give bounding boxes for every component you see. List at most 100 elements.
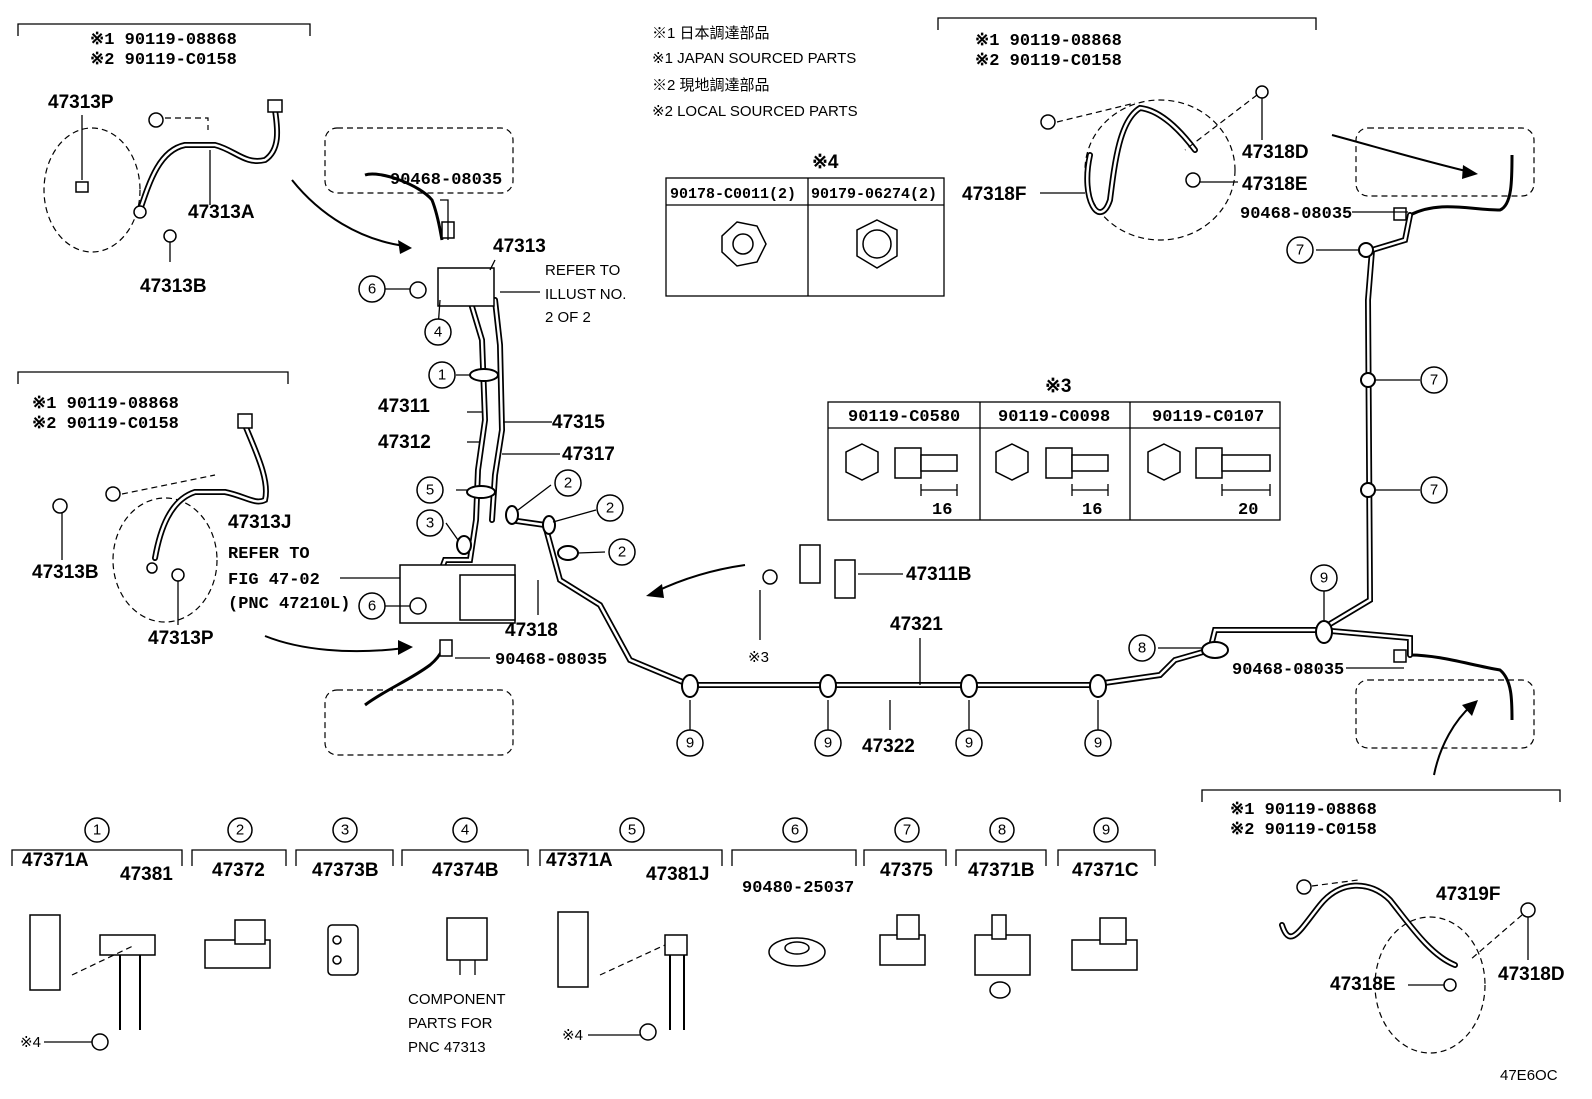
table-spec-3: ※3 90119-C0580 90119-C0098 90119-C0107 1… xyxy=(827,376,1281,521)
hose-label: 90468-08035 xyxy=(1232,661,1344,680)
part-label: 47313J xyxy=(228,512,291,533)
detail-rear-left-hose: ※1 90119-08868 ※2 90119-C0158 47313J 473… xyxy=(17,371,291,649)
note-local-en: ※2 LOCAL SOURCED PARTS xyxy=(652,103,858,120)
svg-text:9: 9 xyxy=(824,735,832,752)
table-mark: ※4 xyxy=(812,152,839,173)
ref-japan: ※1 90119-08868 xyxy=(32,395,179,414)
legend-item-6: 6 90480-25037 xyxy=(731,817,857,967)
detail-front-right-hose: ※1 90119-08868 ※2 90119-C0158 47318D 473… xyxy=(937,17,1317,241)
note-japan-jp: ※1 日本調達部品 xyxy=(652,25,770,42)
table-col-1: 90178-C0011(2) xyxy=(670,186,796,203)
svg-text:PNC 47313: PNC 47313 xyxy=(408,1039,486,1056)
legend-item-8: 8 47371B xyxy=(955,817,1047,999)
brake-line-assembly xyxy=(399,207,1413,698)
part-label: 47311B xyxy=(906,564,972,585)
part-label: 47318E xyxy=(1242,174,1308,195)
part-label: 47313B xyxy=(140,276,207,297)
callout-2: 2 xyxy=(608,538,636,566)
svg-text:47371A: 47371A xyxy=(546,850,613,871)
legend-item-4: 4 47374B COMPONENT PARTS FOR PNC 47313 xyxy=(401,817,529,1056)
svg-text:4: 4 xyxy=(461,822,469,839)
svg-text:47374B: 47374B xyxy=(432,860,499,881)
svg-text:47381: 47381 xyxy=(120,864,173,885)
refer-label: REFER TO xyxy=(545,262,620,279)
svg-text:※4: ※4 xyxy=(20,1034,41,1051)
svg-text:47373B: 47373B xyxy=(312,860,379,881)
detail-front-left-hose: ※1 90119-08868 ※2 90119-C0158 47313P 473… xyxy=(17,23,311,297)
svg-text:4: 4 xyxy=(434,324,442,341)
note-mark: ※3 xyxy=(748,649,769,666)
table-col-3: 90119-C0107 xyxy=(1152,408,1264,427)
svg-text:2: 2 xyxy=(606,500,614,517)
reference-box-rear-right xyxy=(1355,679,1535,749)
part-label: 47315 xyxy=(552,412,605,433)
callout-1: 1 xyxy=(428,361,456,389)
bolt-drawing: 16 xyxy=(845,443,958,520)
callout-2: 2 xyxy=(596,494,624,522)
svg-text:6: 6 xyxy=(791,822,799,839)
part-label: 47322 xyxy=(862,736,915,757)
part-label: 47313P xyxy=(48,92,114,113)
ref-japan: ※1 90119-08868 xyxy=(1230,801,1377,820)
table-col-2: 90119-C0098 xyxy=(998,408,1110,427)
dim-label: 20 xyxy=(1238,501,1258,520)
legend-item-9: 9 47371C xyxy=(1057,817,1156,971)
part-label: 47318E xyxy=(1330,974,1396,995)
leader-lines xyxy=(340,199,1420,740)
hose-label: 90468-08035 xyxy=(495,651,607,670)
callout-9: 9 xyxy=(1084,729,1112,757)
legend-item-5: 5 47371A 47381J ※4 xyxy=(539,817,723,1044)
svg-text:2: 2 xyxy=(236,822,244,839)
svg-text:8: 8 xyxy=(1138,640,1146,657)
reference-box-rear-left xyxy=(324,689,514,756)
table-col-1: 90119-C0580 xyxy=(848,408,960,427)
ref-japan: ※1 90119-08868 xyxy=(90,31,237,50)
fig-ref-label: REFER TO xyxy=(228,545,310,564)
callout-6: 6 xyxy=(358,275,386,303)
fig-ref-label: FIG 47-02 xyxy=(228,571,320,590)
svg-text:3: 3 xyxy=(341,822,349,839)
ref-local: ※2 90119-C0158 xyxy=(1230,821,1377,840)
callout-7: 7 xyxy=(1420,476,1448,504)
part-label: 47319F xyxy=(1436,884,1500,905)
legend-clips: 1 47371A 47381 ※4 2 47372 3 47373B xyxy=(11,817,1156,1056)
ref-local: ※2 90119-C0158 xyxy=(975,52,1122,71)
svg-text:9: 9 xyxy=(1094,735,1102,752)
svg-text:47371B: 47371B xyxy=(968,860,1035,881)
callout-9: 9 xyxy=(814,729,842,757)
svg-text:※4: ※4 xyxy=(562,1027,583,1044)
table-col-2: 90179-06274(2) xyxy=(811,186,937,203)
legend-item-7: 7 47375 xyxy=(863,817,947,966)
svg-text:47375: 47375 xyxy=(880,860,933,881)
note-japan-en: ※1 JAPAN SOURCED PARTS xyxy=(652,50,856,67)
fig-ref-label: (PNC 47210L) xyxy=(228,595,350,614)
part-label: 47318D xyxy=(1242,142,1309,163)
part-label: 47318 xyxy=(505,620,558,641)
ref-local: ※2 90119-C0158 xyxy=(32,415,179,434)
main-labels: 90468-08035 90468-08035 90468-08035 9046… xyxy=(228,171,1352,757)
callout-9: 9 xyxy=(955,729,983,757)
svg-text:7: 7 xyxy=(903,822,911,839)
svg-text:9: 9 xyxy=(686,735,694,752)
part-label: 47321 xyxy=(890,614,943,635)
svg-text:2: 2 xyxy=(618,544,626,561)
svg-text:7: 7 xyxy=(1430,372,1438,389)
part-label: 47313A xyxy=(188,202,255,223)
legend-item-3: 3 47373B xyxy=(295,817,394,976)
part-label: 47313B xyxy=(32,562,99,583)
callout-7: 7 xyxy=(1286,236,1314,264)
hose-label: 90468-08035 xyxy=(1240,205,1352,224)
table-spec-4: ※4 90178-C0011(2) 90179-06274(2) xyxy=(665,152,945,297)
hose-label: 90468-08035 xyxy=(390,171,502,190)
svg-text:5: 5 xyxy=(426,482,434,499)
ref-japan: ※1 90119-08868 xyxy=(975,32,1122,51)
svg-text:5: 5 xyxy=(628,822,636,839)
callout-9: 9 xyxy=(676,729,704,757)
svg-text:47371A: 47371A xyxy=(22,850,89,871)
part-label: 47313P xyxy=(148,628,214,649)
svg-text:6: 6 xyxy=(368,281,376,298)
reference-box-front-left xyxy=(324,127,514,194)
svg-text:9: 9 xyxy=(965,735,973,752)
sourcing-notes: ※1 日本調達部品 ※1 JAPAN SOURCED PARTS ※2 現地調達… xyxy=(652,25,858,120)
